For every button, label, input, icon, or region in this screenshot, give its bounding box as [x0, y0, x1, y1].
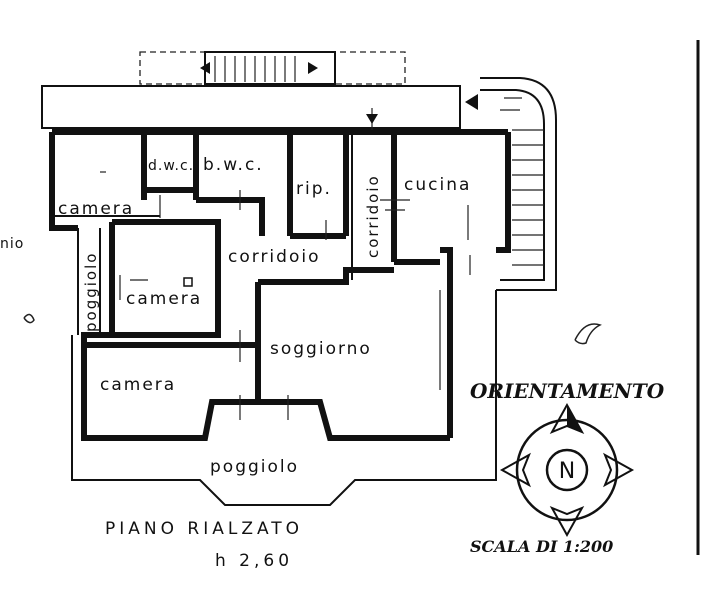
upper-band — [41, 85, 478, 129]
room-label-corridoio-horizontal: corridoio — [228, 247, 320, 267]
room-label-soggiorno: soggiorno — [270, 339, 372, 359]
room-label-poggiolo-bottom: poggiolo — [210, 457, 299, 477]
compass-icon: N — [499, 402, 635, 538]
outer-walls — [49, 129, 511, 441]
room-label-bwc: b.w.c. — [203, 155, 264, 175]
openings — [100, 108, 471, 420]
orientation-title: ORIENTAMENTO — [470, 379, 665, 403]
scale-label: SCALA DI 1:200 — [470, 537, 613, 556]
floor-height-label: h 2,60 — [215, 551, 293, 571]
entrance-stair — [139, 51, 406, 85]
compass-letter: N — [559, 459, 575, 484]
room-label-cucina: cucina — [404, 175, 471, 195]
floor-label: PIANO RIALZATO — [105, 519, 303, 539]
room-label-poggiolo-vertical: poggiolo — [82, 252, 100, 332]
edge-text: nio — [0, 236, 24, 252]
room-label-rip: rip. — [296, 179, 332, 199]
room-label-camera-top: camera — [58, 199, 134, 219]
room-label-camera-middle: camera — [126, 289, 202, 309]
bottom-balcony — [71, 290, 497, 506]
room-label-camera-bottom: camera — [100, 375, 176, 395]
side-terrace — [480, 77, 557, 291]
interior-walls — [52, 132, 440, 402]
room-label-corridoio-vertical: corridoio — [364, 174, 382, 258]
room-label-dwc: d.w.c. — [148, 158, 194, 174]
